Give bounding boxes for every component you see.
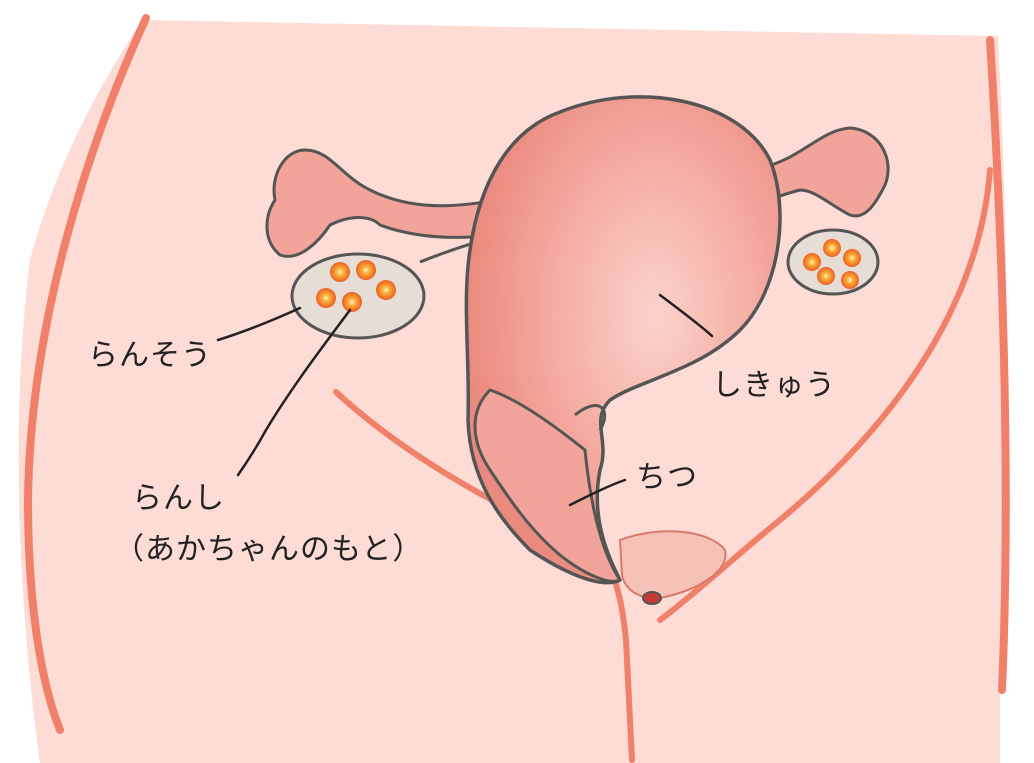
- egg-icon: [803, 253, 821, 271]
- egg-icon: [841, 271, 859, 289]
- label-egg-note: （あかちゃんのもと）: [114, 524, 423, 568]
- egg-icon: [356, 260, 376, 280]
- egg-icon: [342, 292, 362, 312]
- opening: [643, 592, 661, 604]
- egg-icon: [376, 280, 396, 300]
- label-ovary: らんそう: [88, 330, 212, 374]
- egg-icon: [817, 267, 835, 285]
- egg-icon: [843, 249, 861, 267]
- label-egg: らんし: [132, 473, 225, 517]
- label-vagina: ちつ: [636, 452, 698, 496]
- egg-icon: [316, 288, 336, 308]
- egg-icon: [823, 239, 841, 257]
- egg-icon: [330, 262, 350, 282]
- label-uterus: しきゅう: [712, 360, 836, 404]
